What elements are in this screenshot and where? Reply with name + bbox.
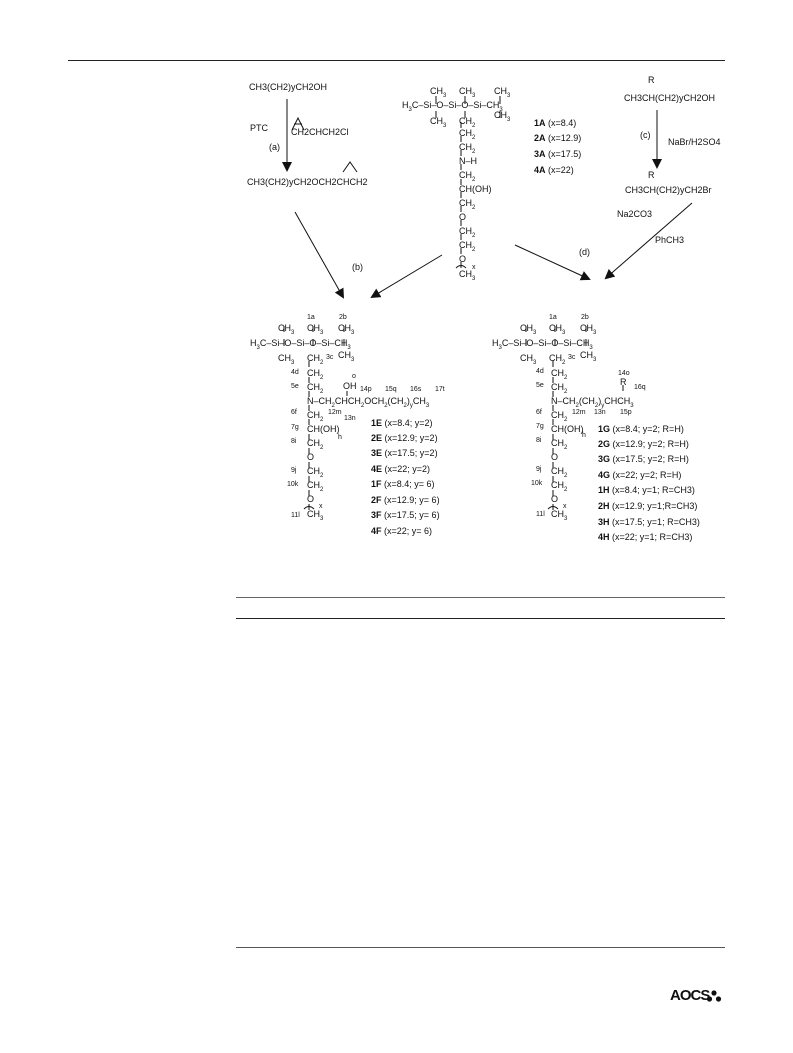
atom-label: 10k xyxy=(287,481,299,488)
atom-label: 16s xyxy=(410,386,422,393)
atom-label: 5e xyxy=(536,382,544,389)
compound-4G: 4G (x=22; y=2; R=H) xyxy=(598,470,682,480)
compound-3A: 3A (x=17.5) xyxy=(534,149,582,159)
atom-label: 12m xyxy=(328,409,342,416)
phch3-reagent: PhCH3 xyxy=(655,235,685,245)
atom-label: 14o xyxy=(618,370,630,377)
compound-2F: 2F (x=12.9; y= 6) xyxy=(371,495,440,505)
atom-label: 11l xyxy=(536,511,545,518)
top-left-alcohol: CH3(CH2)yCH2OH xyxy=(249,82,328,92)
atom-label: 15q xyxy=(385,386,397,393)
atom-label: 15p xyxy=(620,409,632,416)
na2co3-reagent: Na2CO3 xyxy=(617,209,653,219)
compound-3H: 3H (x=17.5; y=1; R=CH3) xyxy=(598,517,700,527)
glycidyl-ether: CH3(CH2)yCH2OCH2CHCH2 xyxy=(247,177,368,187)
compound-4A: 4A (x=22) xyxy=(534,165,574,175)
atom-label: 10k xyxy=(531,480,543,487)
arrow-b-center xyxy=(370,254,443,299)
atom-label: 8i xyxy=(291,438,297,445)
arrow-d-center xyxy=(514,244,591,281)
step-c-label: (c) xyxy=(640,130,651,140)
r-group-2: R xyxy=(648,170,655,180)
step-d-label: (d) xyxy=(579,247,590,257)
atom-label: h xyxy=(338,434,342,441)
atom-label: 12m xyxy=(572,409,586,416)
compound-2H: 2H (x=12.9; y=1;R=CH3) xyxy=(598,501,698,511)
atom-label: 8i xyxy=(536,437,542,444)
compound-3F: 3F (x=17.5; y= 6) xyxy=(371,510,440,520)
atom-label: 16q xyxy=(634,384,646,391)
arrow-b-left xyxy=(294,211,344,299)
atom-label: 11l xyxy=(291,512,300,519)
step-b-label: (b) xyxy=(352,262,363,272)
step-a-label: (a) xyxy=(269,142,280,152)
atom-label: 14p xyxy=(360,386,372,393)
table-bottom-rule xyxy=(236,947,725,948)
compound-1H: 1H (x=8.4; y=1; R=CH3) xyxy=(598,485,695,495)
r-group-1: R xyxy=(648,75,655,85)
atom-label: 13n xyxy=(594,409,606,416)
compound-2A: 2A (x=12.9) xyxy=(534,133,582,143)
atom-label: o xyxy=(352,373,356,380)
ptc-label: PTC xyxy=(250,123,268,133)
atom-label: 5e xyxy=(291,383,299,390)
compound-1F: 1F (x=8.4; y= 6) xyxy=(371,479,435,489)
atom-label: 2b xyxy=(339,314,347,321)
atom-label: 6f xyxy=(291,409,297,416)
compound-4H: 4H (x=22; y=1; R=CH3) xyxy=(598,532,693,542)
aocs-logo-icon xyxy=(706,990,722,1002)
table-header-rule xyxy=(236,618,725,619)
compound-4E: 4E (x=22; y=2) xyxy=(371,464,431,474)
atom-label: 17t xyxy=(435,386,445,393)
arrow-d-right xyxy=(604,202,693,280)
aocs-logo: AOCS xyxy=(670,987,710,1004)
compound-1E: 1E (x=8.4; y=2) xyxy=(371,418,433,428)
atom-label: 6f xyxy=(536,409,542,416)
compound-1G: 1G (x=8.4; y=2; R=H) xyxy=(598,424,684,434)
atom-label: 9j xyxy=(291,467,297,474)
compound-2G: 2G (x=12.9; y=2; R=H) xyxy=(598,439,689,449)
header-rule xyxy=(68,60,725,61)
atom-label: 3c xyxy=(568,354,576,361)
atom-label: 1a xyxy=(549,314,557,321)
epoxide-ring xyxy=(291,116,305,131)
atom-label: 2b xyxy=(581,314,589,321)
atom-label: h xyxy=(582,432,586,439)
epichlorohydrin: CH2CHCH2Cl xyxy=(291,127,349,137)
atom-label: 13n xyxy=(344,415,356,422)
atom-label: 4d xyxy=(536,368,544,375)
nabr-reagent: NaBr/H2SO4 xyxy=(668,137,721,147)
atom-label: 4d xyxy=(291,369,299,376)
top-right-alcohol: CH3CH(CH2)yCH2OH xyxy=(624,93,716,103)
atom-label: 3c xyxy=(326,354,334,361)
atom-label: 7g xyxy=(291,424,299,431)
atom-label: 1a xyxy=(307,314,315,321)
atom-label: 7g xyxy=(536,423,544,430)
compound-3G: 3G (x=17.5; y=2; R=H) xyxy=(598,454,689,464)
compound-4F: 4F (x=22; y= 6) xyxy=(371,526,433,536)
atom-label: 9j xyxy=(536,466,542,473)
compound-2E: 2E (x=12.9; y=2) xyxy=(371,433,438,443)
table-top-rule xyxy=(236,597,725,598)
alkyl-bromide: CH3CH(CH2)yCH2Br xyxy=(625,185,712,195)
compound-1A: 1A (x=8.4) xyxy=(534,118,577,128)
compound-3E: 3E (x=17.5; y=2) xyxy=(371,448,438,458)
